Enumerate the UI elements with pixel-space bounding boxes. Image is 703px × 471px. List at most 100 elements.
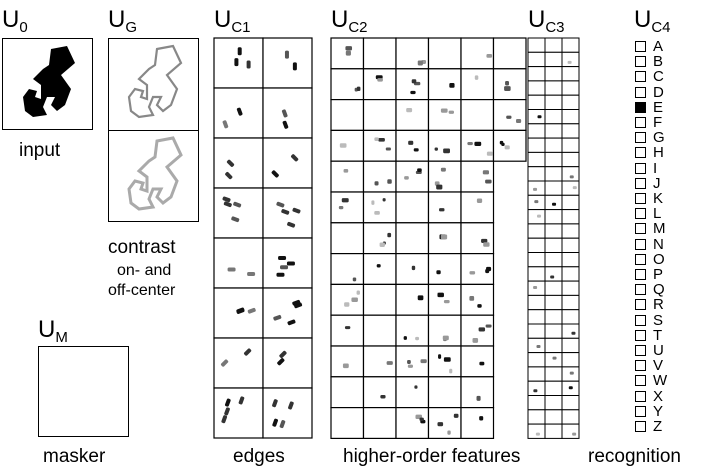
- recognition-letter: O: [653, 250, 665, 268]
- uc2-cell: [460, 345, 495, 378]
- recognition-letter: X: [653, 387, 664, 405]
- recognition-letter: C: [653, 68, 664, 86]
- uc3-cell: [561, 280, 580, 296]
- uc2-feature: [374, 181, 379, 186]
- uc2-cell: [460, 253, 495, 286]
- uc2-cell: [427, 407, 462, 440]
- uc2-cell: [395, 160, 430, 193]
- uc3-cell: [527, 123, 546, 139]
- uc1-feature: [272, 399, 278, 408]
- uc2-feature: [474, 75, 479, 80]
- uc3-cell: [561, 337, 580, 354]
- recognition-cell-k: [635, 193, 646, 204]
- uc3-cell: [544, 166, 563, 182]
- uc3-cell: [544, 151, 563, 168]
- uc3-cell: [544, 395, 563, 411]
- uc3-cell: [544, 137, 563, 153]
- uc3-cell: [544, 409, 563, 425]
- uc2-feature: [411, 79, 417, 84]
- recognition-cell-v: [635, 360, 646, 372]
- uc2-feature: [404, 176, 409, 180]
- uc1-feature: [282, 120, 289, 129]
- uc2-feature: [345, 46, 353, 51]
- uc3-cell: [544, 294, 563, 311]
- recognition-cell-t: [635, 329, 646, 341]
- uc1-cell: [213, 37, 264, 89]
- uc1-feature: [284, 50, 289, 59]
- recognition-letter: V: [653, 357, 664, 375]
- uc2-feature: [411, 265, 416, 271]
- ug-caption-1: contrast: [108, 237, 176, 258]
- uc1-feature: [222, 120, 229, 129]
- uc3-cell: [544, 37, 563, 53]
- uc3-cell: [527, 352, 546, 368]
- uc2-cell: [330, 253, 365, 286]
- uc3-cell: [544, 80, 563, 96]
- recognition-cell-o: [635, 253, 646, 265]
- uc2-cell: [492, 68, 527, 101]
- recognition-letter: P: [653, 266, 664, 283]
- uc3-cell: [544, 109, 563, 125]
- uc1-feature: [236, 107, 243, 116]
- uc3-feature: [572, 186, 577, 190]
- uc3-cell: [544, 123, 563, 139]
- uc1-feature: [223, 201, 232, 208]
- uc2-cell: [460, 283, 495, 316]
- uc2-feature: [476, 198, 483, 203]
- uc2-feature: [506, 115, 512, 119]
- uc3-cell: [544, 194, 563, 211]
- uc2-cell: [362, 253, 397, 286]
- uc2-cell: [395, 376, 430, 409]
- uc2-cell: [330, 376, 365, 409]
- uc2-feature: [472, 337, 479, 343]
- recognition-letter: Q: [653, 281, 665, 299]
- uc3-cell: [527, 51, 546, 68]
- um-title: UM: [38, 316, 68, 347]
- uc1-feature: [279, 350, 287, 359]
- uc2-cell: [395, 98, 430, 131]
- uc3-feature: [552, 202, 557, 206]
- uc2-feature: [505, 81, 510, 86]
- uc2-cell: [395, 129, 430, 162]
- recognition-cell-m: [635, 223, 646, 235]
- uc1-feature: [247, 271, 256, 276]
- uc1-feature: [287, 221, 296, 228]
- recognition-cell-n: [635, 238, 646, 250]
- uc3-feature: [537, 214, 542, 218]
- uc2-feature: [504, 145, 510, 150]
- recognition-cell-p: [635, 269, 646, 280]
- uc2-feature: [417, 60, 423, 66]
- recognition-cell-e: [635, 101, 646, 113]
- uc3-cell: [527, 423, 546, 439]
- uc3-cell: [527, 80, 546, 96]
- uc2-feature: [371, 200, 375, 205]
- uc2-cell: [427, 98, 462, 131]
- uc3-feature: [572, 432, 577, 436]
- uc3-feature: [537, 115, 542, 119]
- uc3-cell: [561, 323, 580, 339]
- recognition-letter: J: [653, 174, 661, 192]
- uc2-cell: [330, 314, 365, 347]
- um-masker-box: [38, 346, 129, 437]
- recognition-letter: G: [653, 129, 665, 147]
- uc3-cell: [527, 94, 546, 110]
- recognition-letter: Y: [653, 402, 664, 420]
- uc2-feature: [338, 206, 344, 210]
- uc3-cell: [544, 280, 563, 296]
- recognition-cell-u: [635, 345, 646, 356]
- uc3-cell: [561, 294, 580, 311]
- uc2-feature: [352, 277, 357, 282]
- uc2-feature: [417, 168, 422, 172]
- uc2-feature: [479, 416, 484, 421]
- uc2-feature: [439, 208, 445, 212]
- recognition-letter: H: [653, 144, 664, 162]
- uc3-feature: [533, 285, 538, 289]
- uc2-feature: [382, 198, 386, 202]
- uc2-feature: [449, 83, 455, 88]
- recognition-letter: L: [653, 205, 662, 223]
- uc3-cell: [561, 423, 580, 439]
- recognition-cell-b: [635, 56, 646, 68]
- uc3-feature: [550, 275, 555, 279]
- uc1-caption: edges: [233, 446, 285, 467]
- uc1-feature: [231, 216, 240, 223]
